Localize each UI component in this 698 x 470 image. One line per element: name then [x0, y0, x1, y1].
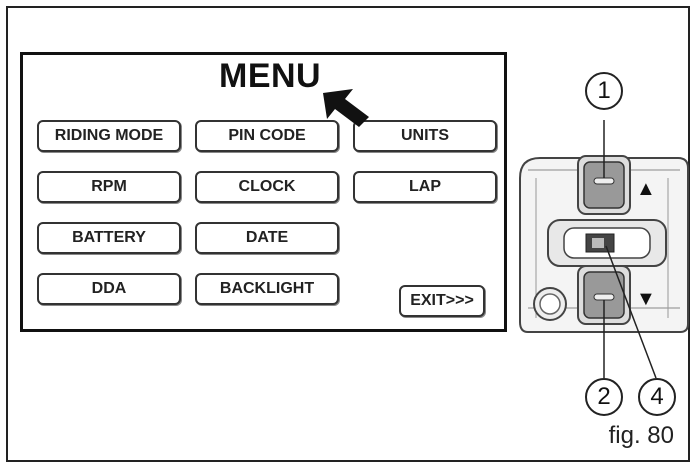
date-button[interactable]: DATE — [195, 222, 339, 254]
down-arrow-icon: ▼ — [636, 288, 656, 310]
dda-button[interactable]: DDA — [37, 273, 181, 305]
lap-button[interactable]: LAP — [353, 171, 497, 203]
clock-button[interactable]: CLOCK — [195, 171, 339, 203]
units-button[interactable]: UNITS — [353, 120, 497, 152]
rpm-button[interactable]: RPM — [37, 171, 181, 203]
switch-block-drawing — [519, 120, 689, 379]
backlight-button[interactable]: BACKLIGHT — [195, 273, 339, 305]
menu-title: MENU — [219, 57, 322, 95]
battery-button[interactable]: BATTERY — [37, 222, 181, 254]
pointer-arrow-icon — [323, 89, 369, 127]
up-arrow-icon: ▲ — [636, 178, 656, 200]
exit-button[interactable]: EXIT>>> — [399, 285, 485, 317]
callout-2: 2 — [585, 378, 623, 416]
callout-4: 4 — [638, 378, 676, 416]
pin-code-button[interactable]: PIN CODE — [195, 120, 339, 152]
menu-screen: MENU RIDING MODE PIN CODE UNITS RPM CLOC… — [20, 52, 507, 332]
figure-frame: MENU RIDING MODE PIN CODE UNITS RPM CLOC… — [6, 6, 690, 462]
callout-1: 1 — [585, 72, 623, 110]
figure-caption: fig. 80 — [608, 422, 674, 449]
riding-mode-button[interactable]: RIDING MODE — [37, 120, 181, 152]
